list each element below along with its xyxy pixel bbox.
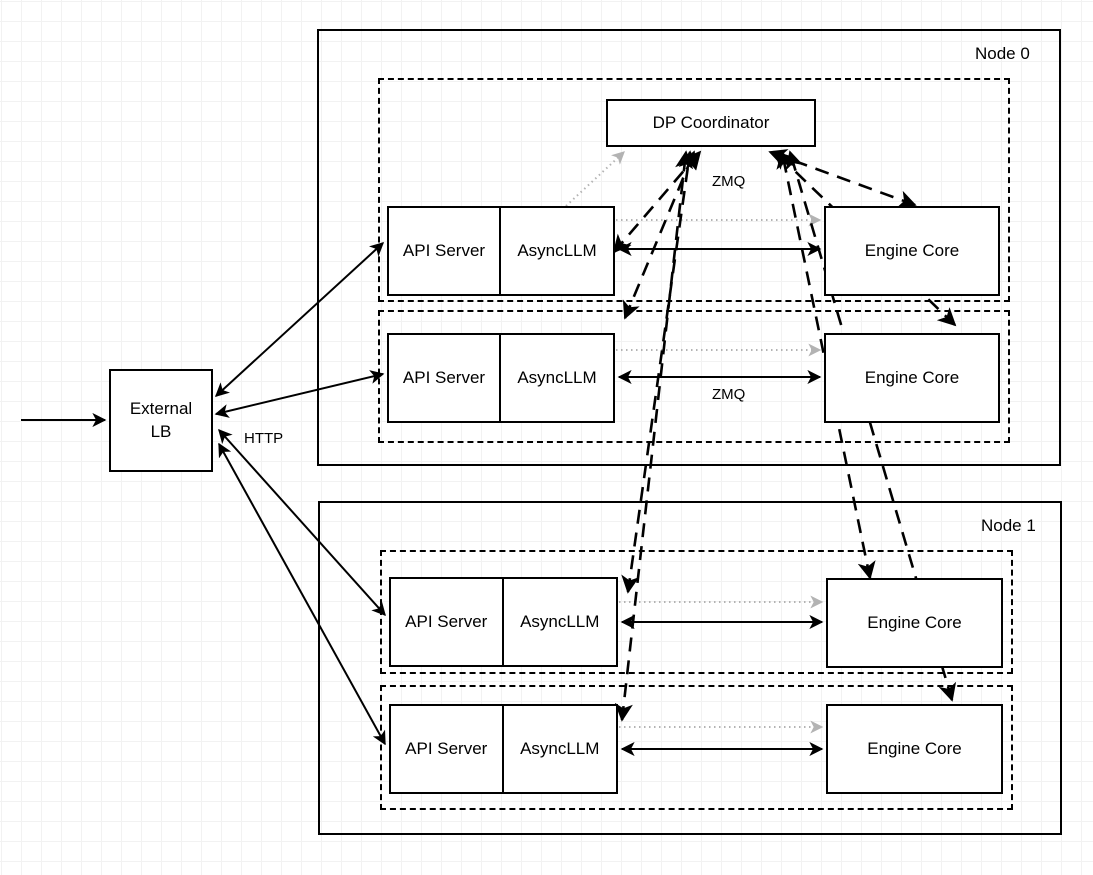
engine-core-box-n1e0[interactable]: Engine Core [826, 578, 1003, 668]
api-server-box-n0e1[interactable]: API Server AsyncLLM [387, 333, 615, 423]
external-lb-box[interactable]: External LB [109, 369, 213, 472]
async-llm-cell-n0e0[interactable]: AsyncLLM [501, 208, 613, 294]
api-server-label: API Server [402, 368, 486, 387]
node-0-label: Node 0 [975, 44, 1030, 63]
node-0-engine-group-1 [378, 310, 1010, 443]
node-1-engine-group-1 [380, 685, 1013, 810]
node-0-engine-group-0 [378, 78, 1010, 302]
engine-core-box-n1e1[interactable]: Engine Core [826, 704, 1003, 794]
api-server-cell-n1e0[interactable]: API Server [391, 579, 504, 665]
async-llm-label: AsyncLLM [520, 612, 600, 631]
node-1-engine-group-0 [380, 550, 1013, 674]
zmq-edge-label-bottom: ZMQ [712, 386, 746, 403]
async-llm-cell-n1e0[interactable]: AsyncLLM [504, 579, 617, 665]
engine-core-label: Engine Core [864, 367, 960, 387]
api-server-cell-n0e0[interactable]: API Server [389, 208, 501, 294]
async-llm-label: AsyncLLM [517, 241, 597, 260]
engine-core-label: Engine Core [867, 738, 962, 758]
zmq-edge-label-top: ZMQ [712, 173, 746, 190]
engine-core-box-n0e0[interactable]: Engine Core [824, 206, 1000, 296]
api-server-cell-n0e1[interactable]: API Server [389, 335, 501, 421]
api-server-box-n1e0[interactable]: API Server AsyncLLM [389, 577, 618, 667]
node-1-label: Node 1 [981, 516, 1036, 535]
engine-core-label: Engine Core [867, 612, 962, 632]
external-lb-label-line2: LB [150, 421, 172, 441]
node-0-container [317, 29, 1061, 466]
http-edge-label: HTTP [244, 430, 284, 447]
api-server-cell-n1e1[interactable]: API Server [391, 706, 504, 792]
async-llm-cell-n1e1[interactable]: AsyncLLM [504, 706, 617, 792]
api-server-label: API Server [405, 739, 488, 758]
engine-core-box-n0e1[interactable]: Engine Core [824, 333, 1000, 423]
api-server-box-n1e1[interactable]: API Server AsyncLLM [389, 704, 618, 794]
dp-coordinator-label: DP Coordinator [652, 112, 770, 132]
engine-core-label: Engine Core [864, 240, 960, 260]
api-server-box-n0e0[interactable]: API Server AsyncLLM [387, 206, 615, 296]
async-llm-cell-n0e1[interactable]: AsyncLLM [501, 335, 613, 421]
api-server-label: API Server [405, 612, 488, 631]
api-server-label: API Server [402, 241, 486, 260]
async-llm-label: AsyncLLM [520, 739, 600, 758]
dp-coordinator-box[interactable]: DP Coordinator [606, 99, 816, 147]
node-1-container [318, 501, 1062, 835]
async-llm-label: AsyncLLM [517, 368, 597, 387]
external-lb-label-line1: External [129, 398, 193, 418]
